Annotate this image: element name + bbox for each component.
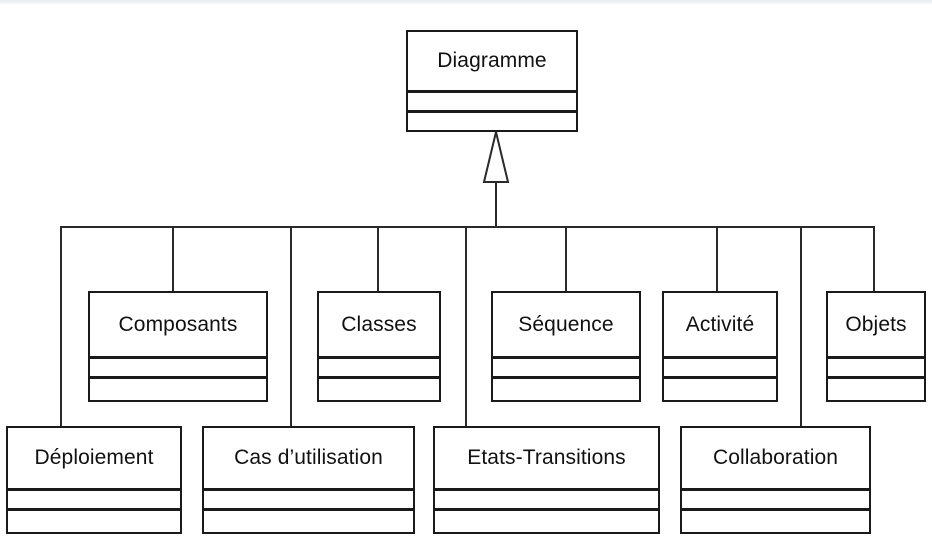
uml-class-deploiement[interactable]: Déploiement	[6, 426, 182, 534]
uml-class-name-deploiement: Déploiement	[34, 446, 154, 469]
uml-attributes-compartment-objets	[828, 356, 924, 376]
uml-operations-compartment-collaboration	[682, 508, 869, 532]
uml-operations-compartment-objets	[828, 376, 924, 400]
uml-attributes-compartment-diagramme	[408, 90, 576, 110]
connector-to-classes	[377, 226, 379, 291]
uml-operations-compartment-etats-transitions	[435, 508, 658, 532]
uml-class-name-collaboration: Collaboration	[712, 446, 839, 469]
uml-class-diagramme[interactable]: Diagramme	[406, 30, 578, 132]
uml-attributes-compartment-etats-transitions	[435, 488, 658, 508]
uml-class-activite[interactable]: Activité	[662, 291, 778, 402]
uml-class-name-classes: Classes	[341, 312, 417, 336]
connector-to-sequence	[565, 226, 567, 291]
uml-operations-compartment-cas-dutilisation	[204, 508, 413, 532]
uml-class-sequence[interactable]: Séquence	[491, 291, 641, 402]
uml-class-classes[interactable]: Classes	[317, 291, 441, 402]
uml-class-name-diagramme: Diagramme	[437, 49, 547, 72]
uml-class-name-sequence: Séquence	[518, 312, 614, 336]
uml-operations-compartment-sequence	[493, 376, 639, 400]
uml-class-name-etats-transitions: Etats-Transitions	[467, 446, 626, 469]
connector-to-objets	[873, 226, 875, 291]
connector-to-activite	[716, 226, 718, 291]
uml-class-name-activite: Activité	[685, 312, 755, 336]
top-edge-band	[0, 0, 932, 5]
uml-class-objets[interactable]: Objets	[826, 291, 926, 402]
connector-to-collaboration	[800, 226, 802, 426]
generalization-stem-lower	[495, 181, 497, 227]
uml-operations-compartment-deploiement	[8, 508, 180, 532]
uml-operations-compartment-activite	[664, 376, 776, 400]
uml-operations-compartment-diagramme	[408, 110, 576, 130]
uml-attributes-compartment-sequence	[493, 356, 639, 376]
uml-attributes-compartment-cas-dutilisation	[204, 488, 413, 508]
uml-operations-compartment-classes	[319, 376, 439, 400]
uml-class-name-objets: Objets	[845, 312, 907, 336]
connector-to-composants	[172, 226, 174, 291]
uml-operations-compartment-composants	[90, 376, 266, 400]
connector-to-deploiement	[60, 226, 62, 426]
uml-attributes-compartment-collaboration	[682, 488, 869, 508]
uml-class-name-composants: Composants	[118, 312, 238, 336]
uml-class-collaboration[interactable]: Collaboration	[680, 426, 871, 534]
uml-class-name-cas-dutilisation: Cas d’utilisation	[234, 446, 383, 469]
uml-attributes-compartment-classes	[319, 356, 439, 376]
uml-class-composants[interactable]: Composants	[88, 291, 268, 402]
uml-attributes-compartment-composants	[90, 356, 266, 376]
uml-attributes-compartment-activite	[664, 356, 776, 376]
generalization-arrow-icon	[482, 131, 510, 183]
generalization-horizontal-bar	[60, 226, 874, 228]
uml-class-cas-dutilisation[interactable]: Cas d’utilisation	[202, 426, 415, 534]
connector-to-cas-dutilisation	[290, 226, 292, 426]
connector-to-etats-transitions	[465, 226, 467, 426]
uml-class-etats-transitions[interactable]: Etats-Transitions	[433, 426, 660, 534]
uml-attributes-compartment-deploiement	[8, 488, 180, 508]
